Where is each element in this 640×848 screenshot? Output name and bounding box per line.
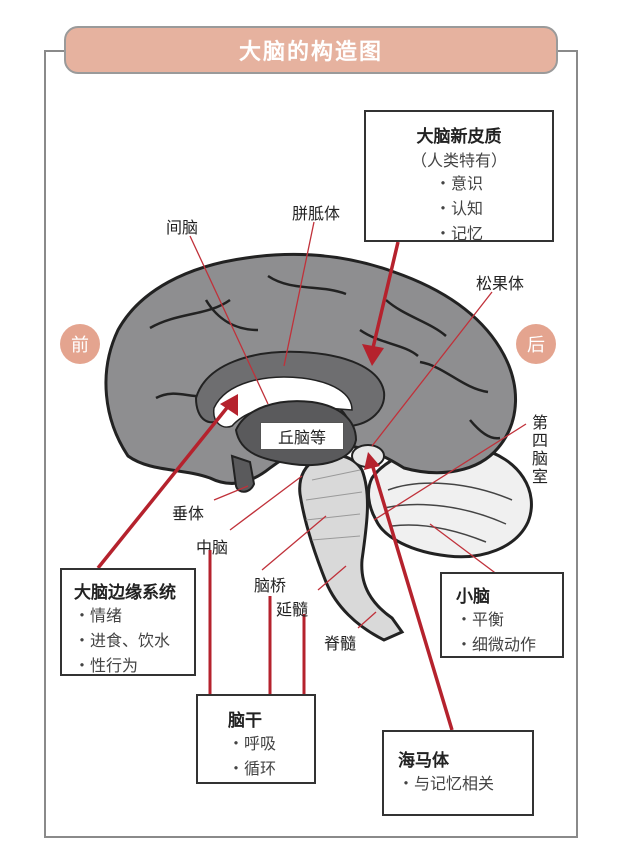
brainstem-item: ・循环 bbox=[228, 759, 277, 778]
limbic-item: ・情绪 bbox=[74, 606, 123, 625]
limbic-item: ・性行为 bbox=[74, 656, 139, 675]
box-cerebellum: 小脑 ・平衡 ・细微动作 bbox=[440, 572, 564, 658]
label-medulla: 延髓 bbox=[276, 600, 309, 619]
hippocampus-title: 海马体 bbox=[398, 751, 449, 771]
neocortex-title: 大脑新皮质 bbox=[416, 127, 502, 147]
neocortex-item: ・认知 bbox=[434, 199, 483, 218]
box-neocortex: 大脑新皮质 （人类特有） ・意识 ・认知 ・记忆 bbox=[364, 110, 554, 243]
back-badge: 后 bbox=[516, 324, 556, 364]
pituitary-shape bbox=[230, 454, 256, 493]
label-fourth-ventricle: 第四脑室 bbox=[529, 414, 548, 486]
front-badge: 前 bbox=[60, 324, 100, 364]
brainstem-item: ・呼吸 bbox=[228, 734, 277, 753]
cerebellum-item: ・平衡 bbox=[456, 610, 505, 629]
label-pineal: 松果体 bbox=[476, 274, 525, 293]
hippocampus-item: ・与记忆相关 bbox=[398, 774, 495, 793]
label-midbrain: 中脑 bbox=[196, 538, 229, 557]
box-brainstem: 脑干 ・呼吸 ・循环 bbox=[196, 694, 316, 784]
limbic-title: 大脑边缘系统 bbox=[74, 583, 176, 603]
page-title: 大脑的构造图 bbox=[64, 26, 558, 74]
label-corpus-callosum: 胼胝体 bbox=[292, 204, 341, 223]
neocortex-item: ・记忆 bbox=[434, 224, 483, 243]
label-pituitary: 垂体 bbox=[172, 504, 205, 523]
label-pons: 脑桥 bbox=[254, 576, 287, 595]
brainstem-shape bbox=[298, 453, 405, 642]
limbic-item: ・进食、饮水 bbox=[74, 631, 171, 650]
label-diencephalon: 间脑 bbox=[166, 218, 199, 237]
label-thalamus: 丘脑等 bbox=[260, 422, 344, 450]
box-hippocampus: 海马体 ・与记忆相关 bbox=[382, 730, 534, 816]
neocortex-item: ・意识 bbox=[434, 174, 483, 193]
cerebellum-item: ・细微动作 bbox=[456, 635, 537, 654]
box-limbic: 大脑边缘系统 ・情绪 ・进食、饮水 ・性行为 bbox=[60, 568, 196, 676]
neocortex-subtitle: （人类特有） bbox=[410, 151, 507, 170]
cerebellum-title: 小脑 bbox=[456, 587, 490, 607]
brainstem-title: 脑干 bbox=[228, 711, 262, 731]
label-spinal-cord: 脊髓 bbox=[324, 634, 357, 653]
